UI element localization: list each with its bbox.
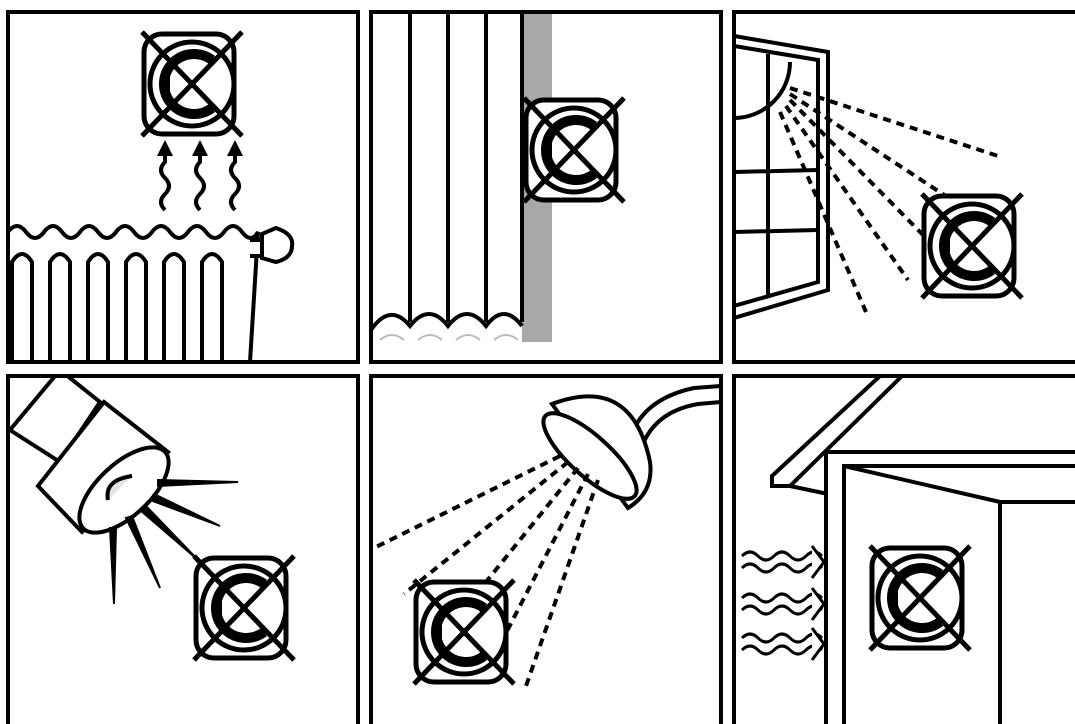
heat-arrows — [161, 148, 239, 210]
sun-disc — [734, 62, 790, 118]
device-prohibited-icon — [870, 546, 970, 650]
radiator — [8, 226, 292, 362]
panel-shower — [374, 386, 721, 686]
panel-lamp — [10, 370, 294, 660]
window-frame — [734, 36, 828, 318]
device-prohibited-icon — [414, 580, 514, 684]
device-prohibited-icon — [194, 556, 294, 660]
device-prohibited-icon — [142, 32, 242, 136]
device-prohibited-icon — [524, 98, 624, 202]
draught-arrows — [742, 546, 824, 660]
panel-window — [734, 36, 1022, 318]
panel-radiator — [8, 32, 292, 362]
panel-curtain — [371, 12, 624, 362]
panel-door — [742, 376, 1075, 724]
device-prohibited-icon — [922, 194, 1022, 298]
